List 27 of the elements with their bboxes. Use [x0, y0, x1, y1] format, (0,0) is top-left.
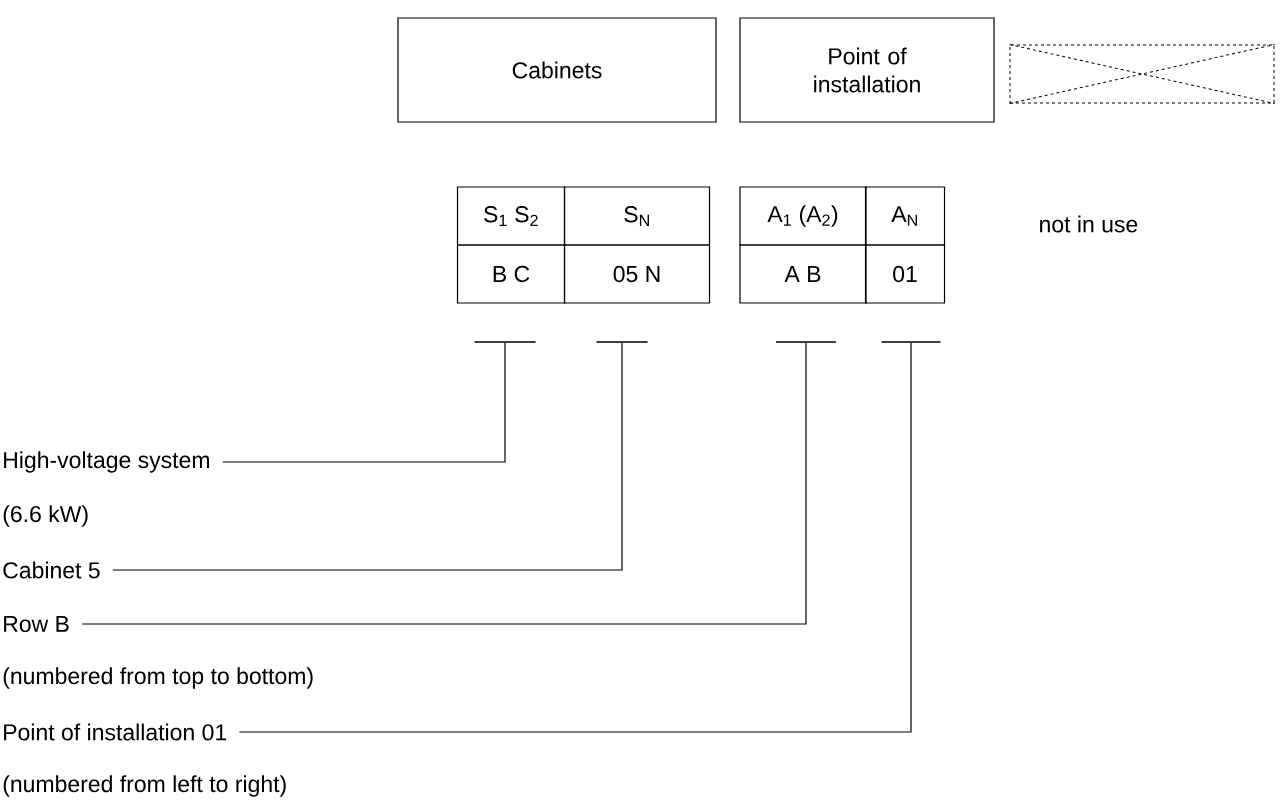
callout-text: Point of installation 01: [4, 723, 227, 741]
leader-line: [112, 342, 623, 571]
note-text: (6.6 kW): [3, 505, 88, 527]
tick-bar: [881, 341, 941, 343]
table-cell: A$_{1}$ (A$_{2}$): [739, 186, 867, 246]
table-cell: A$_{N}$: [864, 186, 946, 246]
table-cell: B C: [456, 244, 566, 304]
tick-bar: [596, 341, 648, 343]
note-text: not in use: [1040, 215, 1138, 233]
leader-line: [81, 342, 807, 625]
tick-bar: [474, 341, 536, 343]
table-cell: S$_{N}$: [563, 186, 711, 246]
note-text: (numbered from top to bottom): [3, 667, 313, 689]
callout-text: Row B: [4, 616, 69, 633]
tick-bar: [776, 341, 836, 343]
label-box: Cabinets: [397, 17, 717, 123]
crossed-box: [1009, 44, 1275, 104]
label-box: Point of installation: [739, 17, 995, 123]
table-cell: A B: [739, 244, 867, 304]
note-text: (numbered from left to right): [3, 775, 286, 797]
table-cell: S$_{1}$ S$_{2}$: [456, 186, 566, 246]
callout-text: High-voltage system: [4, 451, 209, 473]
callout-text: Cabinet 5: [3, 561, 100, 579]
table-cell: 01: [864, 244, 946, 304]
leader-line: [222, 342, 506, 463]
table-cell: 05 N: [563, 244, 711, 304]
leader-line: [238, 342, 912, 733]
